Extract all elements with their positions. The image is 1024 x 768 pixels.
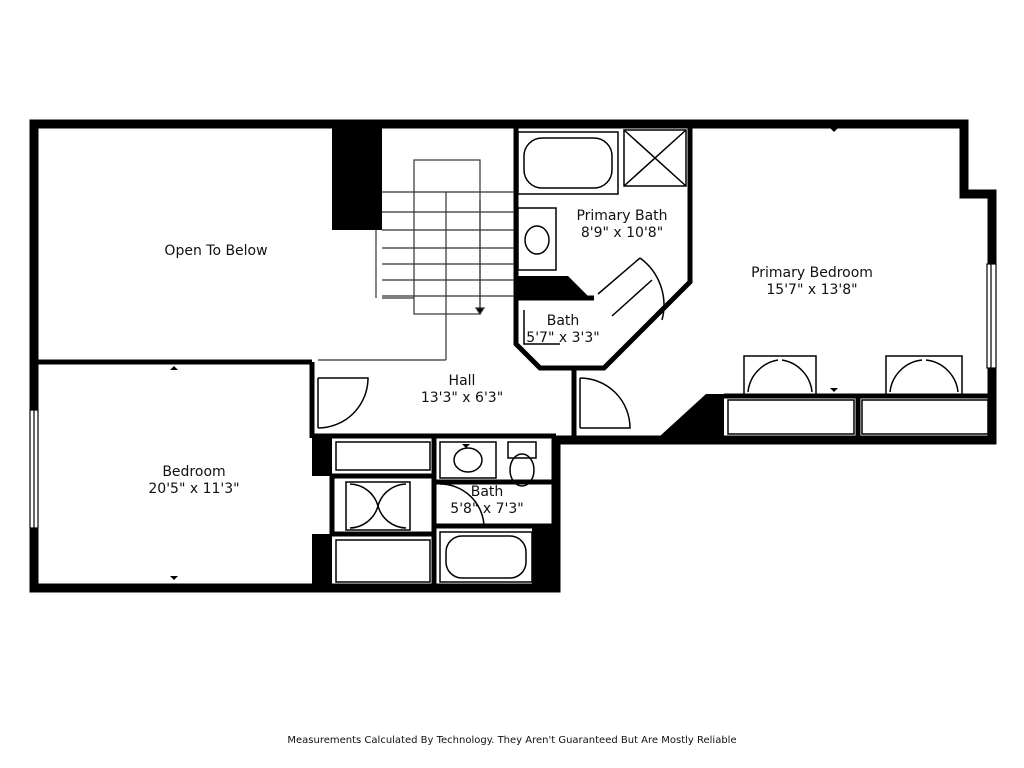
room-size: 8'9" x 10'8" — [580, 225, 664, 241]
wall-blocks — [312, 128, 724, 586]
room-name: Bedroom — [162, 464, 226, 480]
staircase — [318, 159, 514, 361]
room-name: Open To Below — [164, 243, 268, 259]
room-size: 13'3" x 6'3" — [420, 390, 504, 406]
room-size: 20'5" x 11'3" — [148, 481, 240, 497]
bedroom-closet-doors — [727, 355, 989, 435]
room-size: 5'7" x 3'3" — [526, 330, 600, 346]
room-size: 15'7" x 13'8" — [766, 282, 858, 298]
room-label-bath-small: Bath 5'7" x 3'3" — [526, 313, 599, 347]
markers — [170, 128, 838, 580]
room-label-primary-bedroom: Primary Bedroom 15'7" x 13'8" — [751, 265, 873, 299]
small-bath-fixtures — [523, 310, 560, 345]
windows — [29, 263, 997, 529]
room-label-hall: Hall 13'3" x 6'3" — [421, 373, 503, 407]
room-label-open-to-below: Open To Below — [164, 243, 267, 260]
room-size: 5'8" x 7'3" — [450, 501, 524, 517]
room-name: Bath — [470, 484, 504, 500]
primary-bath-fixtures — [517, 129, 687, 321]
interior-walls — [38, 128, 992, 586]
bedroom-wall-block — [660, 394, 724, 436]
measurement-disclaimer: Measurements Calculated By Technology. T… — [287, 735, 737, 746]
exterior-walls — [29, 119, 997, 593]
room-name: Hall — [448, 373, 476, 389]
room-label-primary-bath: Primary Bath 8'9" x 10'8" — [576, 208, 667, 242]
chimney-block — [332, 128, 382, 230]
room-name: Primary Bedroom — [751, 265, 873, 281]
lower-bath-fixtures — [335, 441, 537, 583]
bath-wall-wedge — [518, 276, 592, 300]
room-name: Primary Bath — [576, 208, 668, 224]
hall-doors — [317, 377, 631, 429]
room-label-bedroom: Bedroom 20'5" x 11'3" — [148, 464, 239, 498]
room-name: Bath — [546, 313, 580, 329]
room-label-bath-lower: Bath 5'8" x 7'3" — [450, 484, 523, 518]
